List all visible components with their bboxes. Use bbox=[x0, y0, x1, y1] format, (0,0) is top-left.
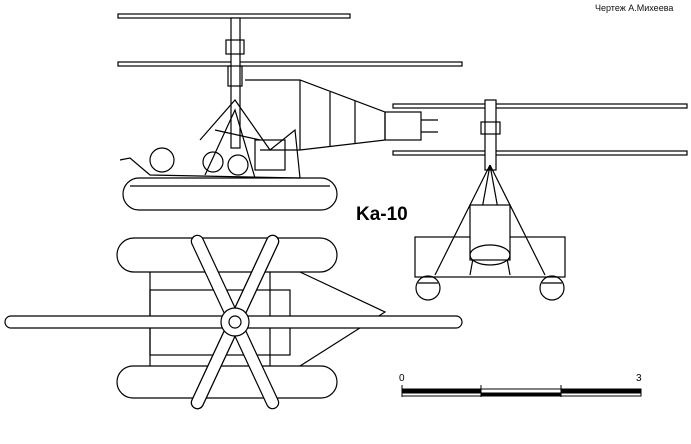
top-view bbox=[4, 234, 463, 410]
right-float-front bbox=[539, 275, 565, 301]
side-float bbox=[122, 177, 338, 211]
lower-rotor-side bbox=[117, 61, 463, 67]
upper-rotor-front bbox=[392, 103, 688, 109]
scale-end-label: 3 bbox=[636, 373, 642, 384]
side-view bbox=[117, 13, 463, 211]
author-credit: Чертеж А.Михеева bbox=[595, 3, 674, 13]
top-float-upper bbox=[116, 237, 338, 273]
top-float-lower bbox=[116, 365, 338, 399]
scale-bar bbox=[401, 385, 642, 397]
aircraft-title: Ka-10 bbox=[356, 204, 408, 225]
scale-start-label: 0 bbox=[399, 373, 405, 384]
tail-cylinder bbox=[384, 111, 422, 141]
left-float-front bbox=[415, 275, 441, 301]
front-view bbox=[392, 99, 688, 301]
lower-rotor-front bbox=[392, 150, 688, 156]
